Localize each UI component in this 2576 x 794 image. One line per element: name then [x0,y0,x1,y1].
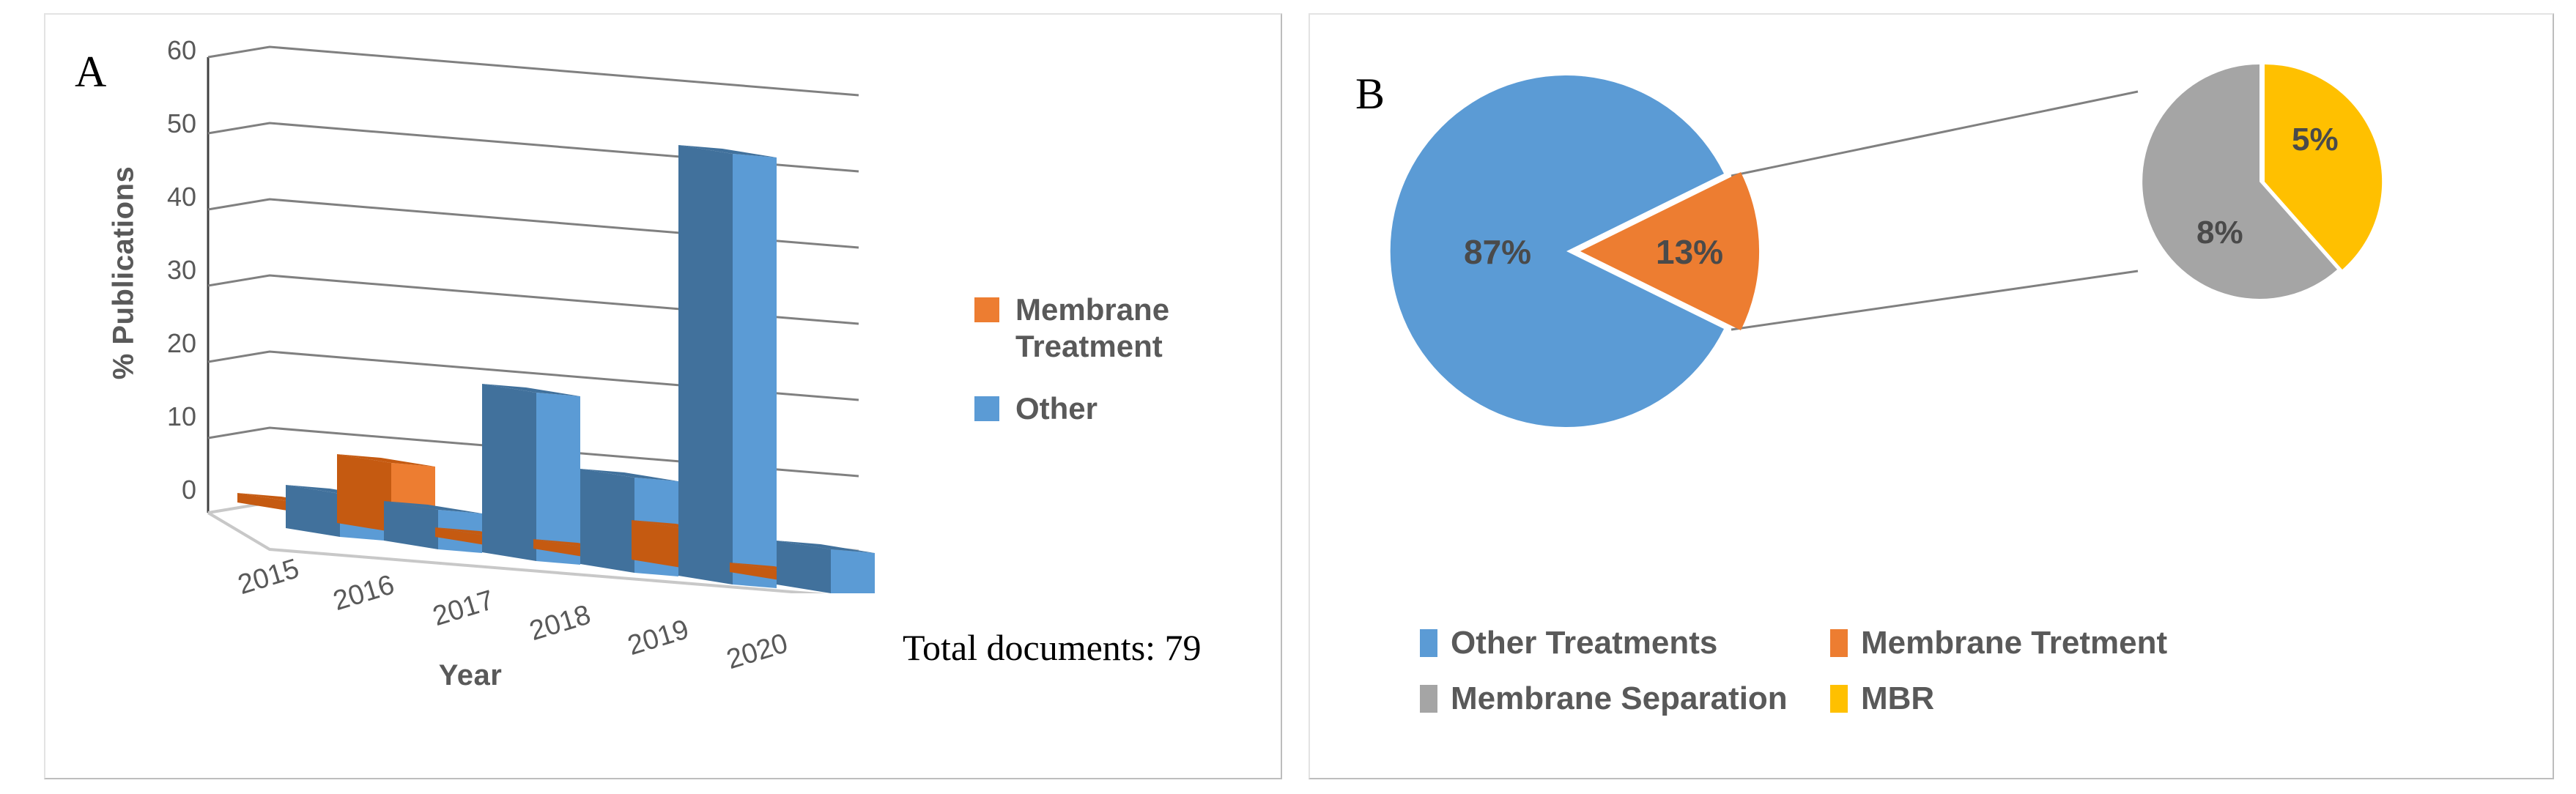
legend-swatch-membrane-treatment [974,297,999,322]
legend-label-membrane-treatment: Membrane Treatment [1015,292,1170,363]
legend-label-other: Other [1015,391,1098,426]
pie-of-pie-chart-svg: 87% 13% 5% 8% [1390,64,2383,428]
legend-panel-b: Other Treatments Membrane Tretment Membr… [1420,615,2534,727]
legend-item-membrane-treatment[interactable]: Membrane Treatment [974,292,1267,364]
bar-2017-other [482,384,580,565]
legend-item-membrane-separation[interactable]: Membrane Separation [1420,671,1830,727]
panel-b-letter: B [1355,70,1385,118]
panel-a: A 60 50 40 30 20 10 0 % Publications Yea… [44,13,1282,779]
legend-label-membrane-separation: Membrane Separation [1451,680,1788,716]
panel-b: B 87% 13% 5 [1309,13,2554,779]
pie-label-5: 5% [2292,122,2339,157]
y-tick-30: 30 [166,255,196,285]
bar-plot-svg [207,45,875,593]
y-tick-40: 40 [166,182,196,212]
pie-slice-membrane-separation [2142,64,2337,299]
pie-slice-membrane-tretment [1580,172,1760,330]
legend-swatch-other-treatments [1420,629,1437,657]
panel-a-letter: A [75,48,107,96]
y-tick-60: 60 [166,35,196,65]
legend-item-other-treatments[interactable]: Other Treatments [1420,615,1830,671]
bar-2019-other [678,145,777,588]
pie-label-13: 13% [1656,233,1723,271]
pie-label-8: 8% [2196,215,2243,251]
detail-pie [2142,64,2383,299]
legend-label-membrane-tretment: Membrane Tretment [1861,625,2168,661]
total-documents-text: Total documents: 79 [903,627,1202,668]
y-tick-50: 50 [166,108,196,138]
legend-item-mbr[interactable]: MBR [1830,671,2050,727]
x-axis-title: Year [438,659,503,691]
legend-swatch-mbr [1830,685,1848,713]
x-tick-2020: 2020 [723,628,792,676]
x-tick-2018: 2018 [526,599,595,648]
legend-label-mbr: MBR [1861,680,1935,716]
bar-2020-other [777,541,875,593]
pie-connector-lines [1731,90,2139,331]
legend-swatch-membrane-separation [1420,685,1437,713]
y-tick-10: 10 [166,401,196,431]
pie-label-87: 87% [1464,233,1531,271]
legend-swatch-membrane-tretment [1830,629,1848,657]
x-tick-2019: 2019 [624,614,693,662]
pie-slice-mbr [2265,64,2383,270]
legend-panel-a: Membrane Treatment Other [974,292,1267,453]
pie-slice-other-treatments [1390,75,1724,428]
y-axis-title: % Publications [107,166,140,380]
bar-chart-3d: 60 50 40 30 20 10 0 % Publications Year [45,15,1281,778]
bar-2016-other [384,501,482,553]
y-tick-20: 20 [166,328,196,358]
legend-label-other-treatments: Other Treatments [1451,625,1718,661]
main-pie [1390,75,1760,428]
legend-item-membrane-tretment[interactable]: Membrane Tretment [1830,615,2372,671]
y-tick-0: 0 [181,475,196,505]
legend-item-other[interactable]: Other [974,390,1267,427]
legend-swatch-other [974,396,999,422]
